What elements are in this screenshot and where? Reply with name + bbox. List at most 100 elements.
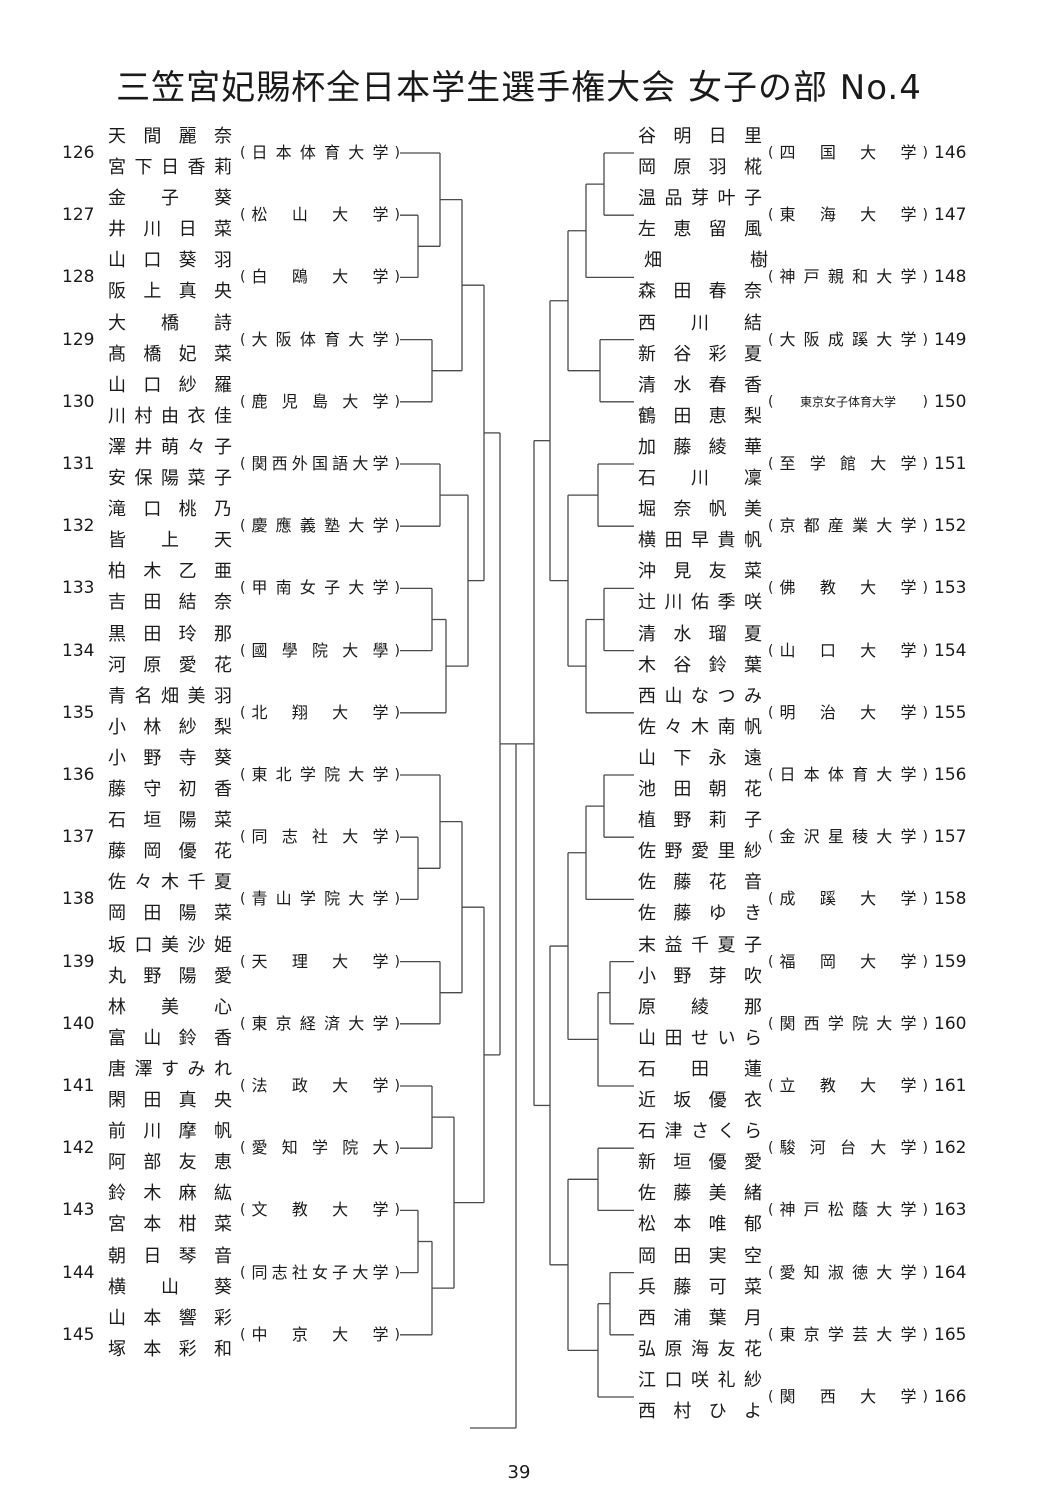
university-name: (天理大学) — [240, 951, 400, 971]
player-name: 横田早貴帆 — [638, 530, 762, 552]
university-name: (駿河台大学) — [768, 1138, 928, 1158]
entry-number: 160 — [934, 1013, 967, 1034]
university-name: (東北学院大学) — [240, 765, 400, 784]
entry-number: 132 — [62, 516, 95, 537]
player-name: 丸野陽愛 — [108, 965, 232, 987]
university-name: (白鴎大学) — [240, 267, 400, 287]
entry-number: 144 — [62, 1262, 95, 1283]
player-name: 塚本彩和 — [108, 1338, 232, 1360]
player-name: 左恵留風 — [638, 219, 762, 241]
entry-number: 158 — [934, 889, 967, 910]
player-name: 鶴田恵梨 — [638, 405, 762, 427]
player-name: 澤井萌々子 — [108, 437, 232, 458]
entry-number: 163 — [934, 1200, 967, 1221]
university-name: (慶應義塾大学) — [240, 516, 400, 536]
player-name: 西浦葉月 — [638, 1307, 762, 1329]
university-name: (甲南女子大学) — [240, 578, 400, 598]
entry-number: 134 — [62, 640, 95, 661]
player-name: 皆上天 — [108, 530, 232, 552]
university-name: (愛知学院大) — [240, 1138, 400, 1158]
player-name: 堀奈帆美 — [638, 499, 762, 521]
player-name: 弘原海友花 — [638, 1338, 762, 1360]
player-name: 柏木乙亜 — [108, 561, 232, 583]
university-name: (明治大学) — [768, 702, 928, 722]
player-name: 唐澤すみれ — [108, 1059, 232, 1080]
player-name: 温品芽叶子 — [638, 188, 762, 210]
draw-entry: 132 滝口桃乃皆上天 (慶應義塾大学) — [0, 495, 1038, 557]
player-name: 山田せいら — [638, 1027, 762, 1049]
player-name: 岡田実空 — [638, 1245, 762, 1267]
player-name: 沖見友菜 — [638, 561, 762, 583]
entry-number: 149 — [934, 329, 967, 350]
university-name: (成蹊大学) — [768, 889, 928, 909]
university-name: (中京大学) — [240, 1324, 400, 1344]
player-name: 石津さくら — [638, 1121, 762, 1143]
player-name: 河原愛花 — [108, 654, 232, 676]
player-name: 佐藤ゆき — [638, 903, 762, 925]
player-name: 山本響彩 — [108, 1307, 232, 1329]
entry-number: 131 — [62, 454, 95, 474]
entry-number: 159 — [934, 951, 967, 972]
university-name: (北翔大学) — [240, 702, 400, 722]
university-name: (至学館大学) — [768, 454, 928, 473]
player-name: 井川日菜 — [108, 219, 232, 241]
page-title: 三笠宮妃賜杯全日本学生選手権大会 女子の部 No.4 — [116, 68, 922, 108]
player-name: 滝口桃乃 — [108, 499, 232, 521]
player-name: 藤岡優花 — [108, 841, 232, 863]
entry-number: 154 — [934, 640, 967, 661]
entry-number: 133 — [62, 578, 95, 599]
entry-number: 150 — [934, 391, 967, 412]
university-name: (四国大学) — [768, 143, 928, 162]
player-name: 林美心 — [108, 996, 232, 1018]
university-name: (立教大学) — [768, 1076, 928, 1095]
player-name: 山下永遠 — [638, 748, 762, 769]
entry-number: 146 — [934, 143, 967, 163]
player-name: 川村由衣佳 — [108, 405, 232, 427]
entry-number: 140 — [62, 1013, 95, 1034]
player-name: 金子葵 — [108, 188, 232, 210]
player-name: 安保陽菜子 — [108, 468, 232, 489]
player-name: 西山なつみ — [638, 685, 762, 707]
entry-number: 127 — [62, 205, 95, 226]
entry-number: 139 — [62, 951, 95, 972]
entry-number: 136 — [62, 765, 95, 785]
university-name: (大阪体育大学) — [240, 329, 400, 349]
entry-number: 147 — [934, 205, 967, 226]
university-name: (日本体育大学) — [768, 765, 928, 784]
entry-number: 137 — [62, 827, 95, 848]
entry-number: 145 — [62, 1324, 95, 1345]
university-name: (文教大学) — [240, 1200, 400, 1220]
player-name: 小林紗梨 — [108, 716, 232, 738]
player-name: 佐々木南帆 — [638, 716, 762, 738]
university-name: (同志社女子大学) — [240, 1262, 400, 1282]
entry-number: 130 — [62, 391, 95, 412]
entry-number: 128 — [62, 267, 95, 288]
player-name: 横山葵 — [108, 1276, 232, 1298]
entry-number: 148 — [934, 267, 967, 288]
player-name: 石川凜 — [638, 468, 762, 489]
